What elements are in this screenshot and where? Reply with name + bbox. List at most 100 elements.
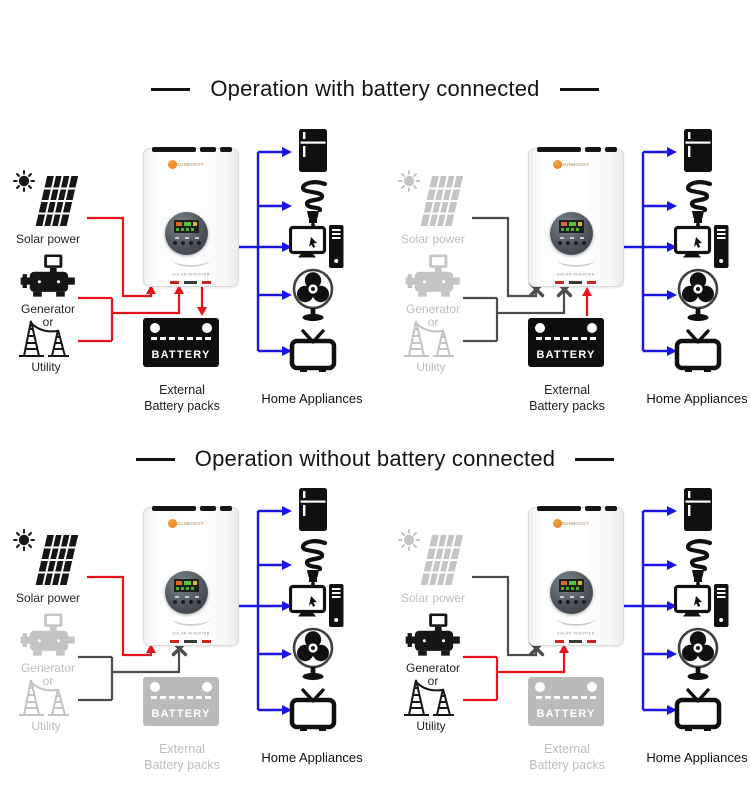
battery-terminal-icon bbox=[587, 323, 597, 333]
inverter-vent-arc bbox=[557, 611, 595, 626]
grid-input-wire bbox=[78, 285, 184, 343]
ac-output-wires bbox=[237, 147, 292, 356]
or-label: or bbox=[42, 315, 54, 329]
solar-power-source: Solar power bbox=[390, 527, 476, 605]
battery-terminal-icon bbox=[535, 323, 545, 333]
external-line1: External bbox=[159, 742, 205, 756]
or-label: or bbox=[427, 315, 439, 329]
button-labels bbox=[560, 596, 584, 598]
wiring-diagram bbox=[463, 506, 677, 715]
sunboost-logo-icon bbox=[553, 519, 562, 528]
blue-arrow-icon bbox=[667, 242, 677, 252]
generator-source: Generator or bbox=[12, 254, 84, 329]
blue-arrow-icon bbox=[667, 560, 677, 570]
battery-discharge-wire bbox=[582, 287, 592, 316]
wiring-diagram bbox=[78, 147, 292, 356]
fan-icon bbox=[289, 268, 337, 322]
external-battery-label: External Battery packs bbox=[132, 742, 232, 773]
solar-panel-icon bbox=[13, 170, 79, 226]
external-line1: External bbox=[544, 383, 590, 397]
title-rule-right bbox=[559, 87, 599, 91]
quadrant-without-battery-solar: Solar power Generator or bbox=[0, 471, 375, 795]
inverter-brand: SUNBOOST bbox=[553, 519, 611, 528]
inverter-buttons bbox=[558, 241, 586, 245]
quadrant-with-battery-normal: Solar power Generator or bbox=[0, 112, 375, 457]
utility-source: Utility bbox=[391, 318, 471, 374]
utility-label: Utility bbox=[31, 360, 61, 374]
button-labels bbox=[175, 596, 199, 598]
title-rule-left bbox=[151, 87, 191, 91]
battery-terminal-icon bbox=[202, 323, 212, 333]
lcd-screen bbox=[559, 579, 584, 592]
blue-arrow-icon bbox=[282, 201, 292, 211]
title-rule-left bbox=[135, 457, 175, 461]
generator-icon bbox=[405, 254, 460, 297]
red-arrow-icon bbox=[559, 644, 569, 653]
home-appliances-label: Home Appliances bbox=[646, 750, 748, 765]
section-title-without-battery: Operation without battery connected bbox=[0, 446, 750, 472]
cfl-bulb-icon bbox=[289, 539, 337, 589]
utility-label: Utility bbox=[416, 360, 446, 374]
utility-pylon-icon bbox=[404, 679, 454, 716]
blue-arrow-icon bbox=[282, 506, 292, 516]
solar-power-source: Solar power bbox=[390, 168, 476, 246]
solar-power-label: Solar power bbox=[400, 591, 466, 605]
inverter-caption: SOLAR INVERTER bbox=[557, 631, 595, 636]
computer-icon bbox=[674, 583, 729, 629]
external-line2: Battery packs bbox=[529, 398, 605, 413]
solar-panel-icon bbox=[13, 529, 79, 585]
fridge-icon bbox=[289, 128, 337, 174]
utility-source: Utility bbox=[6, 677, 86, 733]
battery-pack: BATTERY bbox=[528, 318, 604, 367]
computer-icon bbox=[289, 583, 344, 629]
or-label: or bbox=[427, 674, 439, 688]
inverter-brand: SUNBOOST bbox=[168, 160, 226, 169]
solar-power-source: Solar power bbox=[5, 527, 91, 605]
inverter-vent-arc bbox=[172, 611, 210, 626]
quadrant-without-battery-utility: Solar power Generator or bbox=[385, 471, 750, 795]
battery-dashed-line bbox=[151, 337, 211, 340]
button-labels bbox=[175, 237, 199, 239]
blue-arrow-icon bbox=[667, 290, 677, 300]
external-battery-label: External Battery packs bbox=[517, 383, 617, 414]
inverter-display bbox=[165, 212, 208, 255]
title-rule-right bbox=[575, 457, 615, 461]
inverter-vents bbox=[152, 506, 232, 511]
generator-icon bbox=[20, 254, 75, 297]
inverter-buttons bbox=[173, 241, 201, 245]
red-arrow-icon bbox=[582, 287, 592, 296]
blue-arrow-icon bbox=[667, 601, 677, 611]
battery-label: BATTERY bbox=[151, 349, 211, 361]
battery-label: BATTERY bbox=[536, 349, 596, 361]
generator-label: Generator bbox=[20, 302, 76, 316]
utility-source: Utility bbox=[391, 677, 471, 733]
solar-panel-icon bbox=[398, 529, 464, 585]
solar-inverter: SUNBOOST SOLAR INVERTER bbox=[528, 506, 624, 646]
tv-icon bbox=[674, 329, 722, 373]
generator-source: Generator or bbox=[397, 613, 469, 688]
fan-icon bbox=[674, 627, 722, 681]
section-title-text: Operation with battery connected bbox=[210, 76, 540, 101]
solar-power-label: Solar power bbox=[15, 591, 81, 605]
battery-pack: BATTERY bbox=[143, 318, 219, 367]
blue-arrow-icon bbox=[282, 705, 292, 715]
solar-inverter: SUNBOOST SOLAR INVERTER bbox=[143, 147, 239, 287]
solar-input-wire bbox=[87, 575, 156, 657]
fridge-icon bbox=[674, 487, 722, 533]
inverter-buttons bbox=[173, 600, 201, 604]
home-appliances-label: Home Appliances bbox=[261, 391, 363, 406]
home-appliances-label: Home Appliances bbox=[261, 750, 363, 765]
red-arrow-icon bbox=[174, 285, 184, 294]
blue-arrow-icon bbox=[667, 649, 677, 659]
blue-arrow-icon bbox=[282, 649, 292, 659]
blue-arrow-icon bbox=[282, 560, 292, 570]
battery-label: BATTERY bbox=[536, 708, 596, 720]
battery-terminal-icon bbox=[535, 682, 545, 692]
blue-arrow-icon bbox=[667, 147, 677, 157]
inverter-caption: SOLAR INVERTER bbox=[172, 272, 210, 277]
quadrant-with-battery-backup: Solar power Generator or bbox=[385, 112, 750, 457]
inverter-buttons bbox=[558, 600, 586, 604]
brand-text: SUNBOOST bbox=[177, 521, 204, 526]
brand-text: SUNBOOST bbox=[177, 162, 204, 167]
